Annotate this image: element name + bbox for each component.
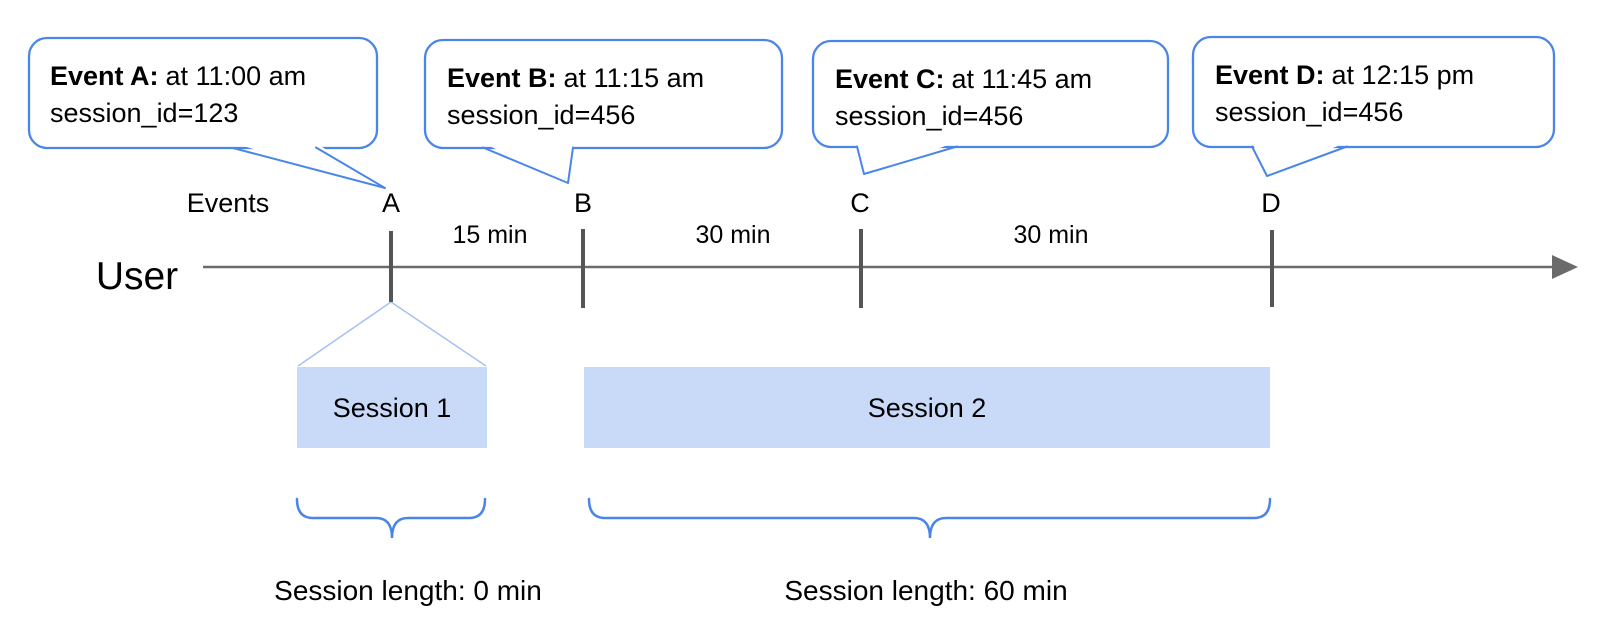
callout-event-a-tail-fill [233, 143, 385, 188]
callout-event-b-box [423, 38, 784, 150]
user-axis-label: User [96, 255, 178, 298]
event-d-label: D [1261, 188, 1281, 218]
session1-fan-line-left [297, 301, 392, 367]
callout-event-d-line1: Event D:at 12:15 pm [1215, 60, 1474, 90]
callout-event-d-box [1191, 35, 1556, 149]
session2-label: Session 2 [868, 393, 987, 423]
callout-event-a-time: at 11:00 am [166, 61, 307, 91]
event-b-label: B [574, 188, 592, 218]
callout-event-c: Event C:at 11:45 am session_id=456 [811, 39, 1170, 175]
interval-c-d-label: 30 min [1013, 221, 1088, 249]
callout-event-a: Event A:at 11:00 am session_id=123 [27, 36, 386, 189]
callout-event-b-tail-fill [483, 143, 573, 183]
event-a-label: A [382, 188, 400, 218]
interval-a-b-label: 15 min [452, 221, 527, 249]
callout-event-a-tail [232, 146, 386, 189]
callout-event-a-box [27, 36, 379, 150]
callout-event-c-detail: session_id=456 [835, 101, 1023, 131]
callout-event-c-tail [856, 145, 958, 175]
session1-brace [295, 497, 487, 539]
callout-event-a-title: Event A: [50, 61, 159, 91]
callout-event-b-line1: Event B:at 11:15 am [447, 63, 704, 93]
callout-event-b-title: Event B: [447, 63, 557, 93]
callout-event-b-detail: session_id=456 [447, 100, 635, 130]
callout-event-a-detail: session_id=123 [50, 98, 238, 128]
callout-event-d-time: at 12:15 pm [1332, 60, 1475, 90]
callout-event-a-line1: Event A:at 11:00 am [50, 61, 306, 91]
callout-event-d-title: Event D: [1215, 60, 1325, 90]
callout-event-b: Event B:at 11:15 am session_id=456 [423, 38, 784, 184]
session1-length-label: Session length: 0 min [274, 575, 542, 606]
event-c-label: C [850, 188, 870, 218]
callout-event-d-detail: session_id=456 [1215, 97, 1403, 127]
session1-label: Session 1 [333, 393, 452, 423]
callout-event-d-tail-fill [1252, 142, 1347, 176]
session2-brace [587, 497, 1272, 539]
events-axis-label: Events [187, 188, 270, 218]
callout-event-c-tail-fill [857, 142, 957, 174]
callout-event-c-title: Event C: [835, 64, 945, 94]
callout-event-c-time: at 11:45 am [952, 64, 1093, 94]
callout-event-b-tail [482, 146, 574, 184]
callout-event-c-line1: Event C:at 11:45 am [835, 64, 1092, 94]
callout-event-c-box [811, 39, 1170, 149]
session2-bar [584, 367, 1270, 448]
timeline-arrowhead-icon [1552, 255, 1578, 279]
callout-event-b-time: at 11:15 am [564, 63, 705, 93]
session1-bar [297, 367, 487, 448]
callout-event-d: Event D:at 12:15 pm session_id=456 [1191, 35, 1556, 177]
callout-event-d-tail [1251, 145, 1348, 177]
interval-b-c-label: 30 min [695, 221, 770, 249]
session1-fan-line-right [390, 301, 487, 367]
session2-length-label: Session length: 60 min [784, 575, 1067, 606]
